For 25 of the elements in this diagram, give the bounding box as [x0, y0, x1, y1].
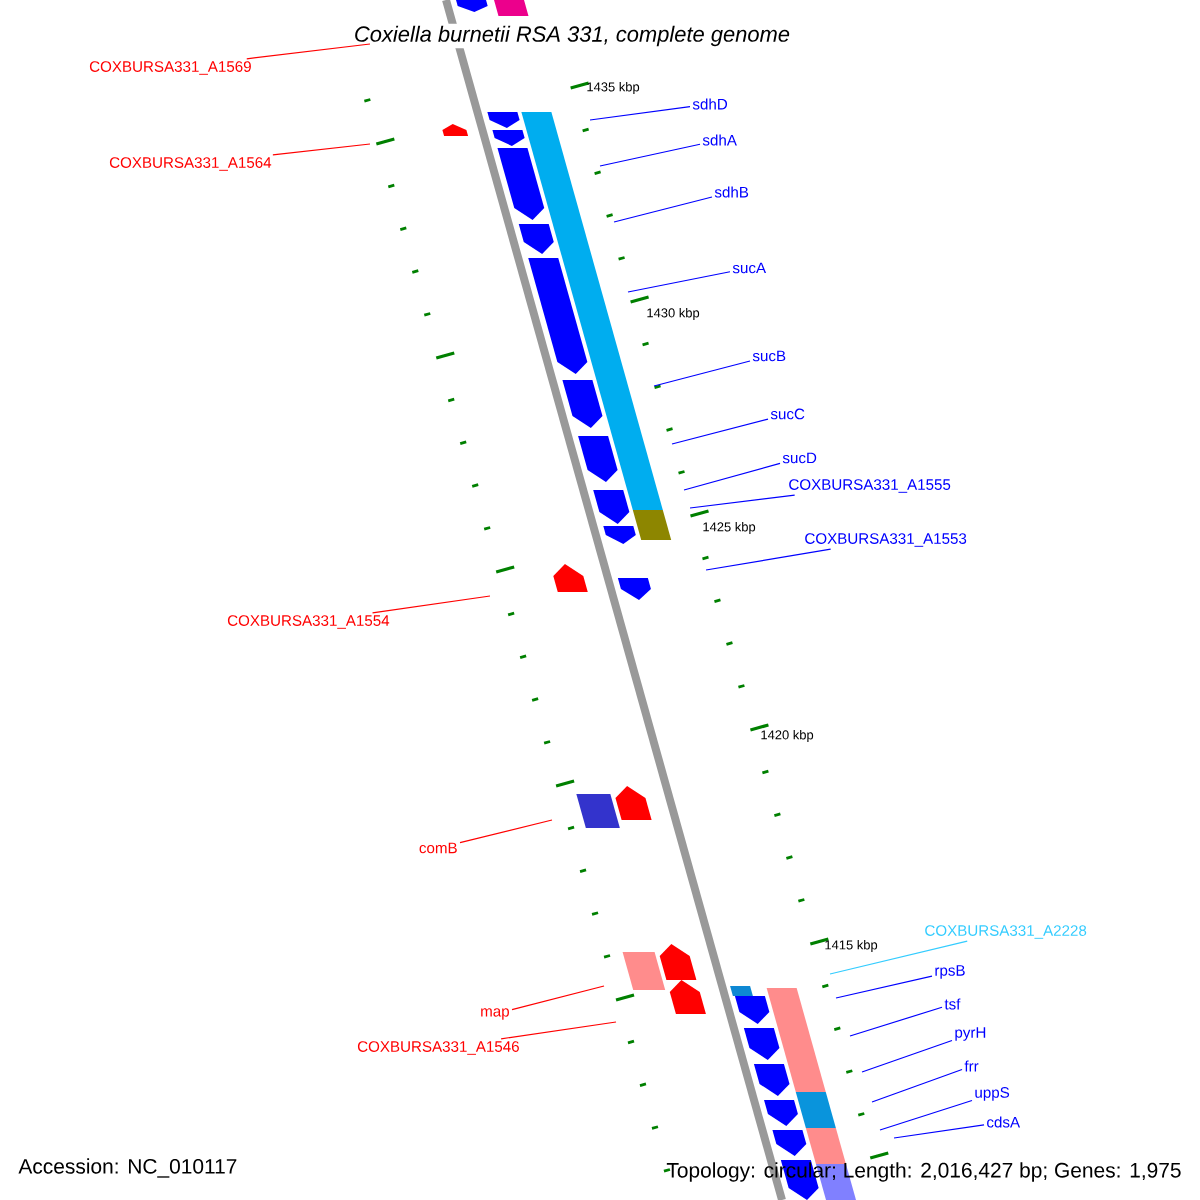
leader-line [829, 940, 968, 975]
leader-line [459, 819, 553, 844]
leader-line [500, 1021, 617, 1040]
leader-line [653, 360, 751, 387]
leader-line [511, 985, 605, 1011]
title: Coxiella burnetii RSA 331, complete genome [351, 23, 793, 49]
leader-line [861, 1039, 953, 1073]
leader-line [589, 106, 691, 121]
info-text: Accession: NC_010117 [18, 1158, 237, 1178]
leader-line [705, 548, 832, 571]
leader-line [849, 1006, 943, 1037]
leader-line [246, 43, 371, 60]
leader-line [835, 975, 933, 999]
info-text: Topology: circular; Length: 2,016,427 bp; Genes: 1,975 [666, 1162, 1181, 1182]
leader-line [272, 143, 371, 156]
leader-line [613, 196, 713, 223]
leader-line [893, 1124, 985, 1139]
leader-line [371, 595, 491, 614]
leader-line [671, 418, 769, 445]
leader-line [879, 1099, 973, 1131]
leader-line [627, 271, 731, 293]
leader-line [683, 462, 781, 491]
leader-line [599, 143, 701, 167]
leader-line [871, 1068, 963, 1103]
leader-line [689, 494, 796, 509]
